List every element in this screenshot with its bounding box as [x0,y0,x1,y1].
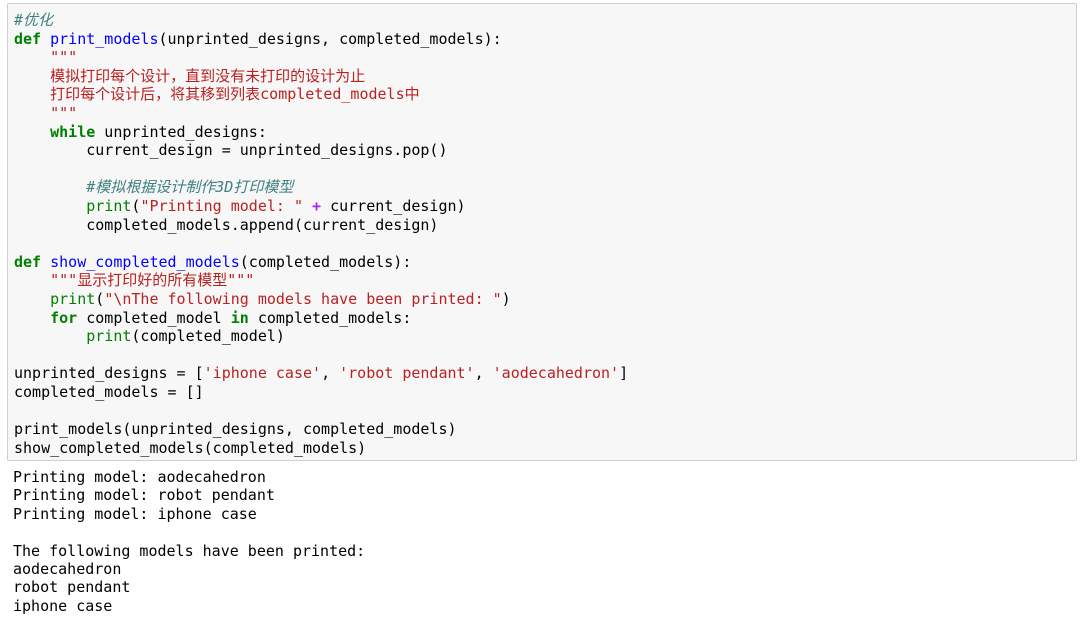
code-text [303,197,312,215]
code-indent [14,197,86,215]
code-comment: #优化 [14,11,54,29]
code-indent [14,141,86,159]
code-string: 模拟打印每个设计，直到没有未打印的设计为止 [50,66,366,85]
code-line-23: print_models(unprinted_designs, complete… [14,420,1070,439]
code-line-14: def show_completed_models(completed_mode… [14,253,1070,272]
code-text: completed_model [77,308,231,327]
code-builtin: print [86,196,132,215]
code-indent [14,271,50,289]
code-line-15: """显示打印好的所有模型""" [14,271,1070,290]
code-line-8: current_design = unprinted_designs.pop() [14,141,1070,160]
code-text: show_completed_models(completed_models) [14,438,367,457]
output-line: Printing model: aodecahedron [13,468,266,486]
code-text: (completed_model) [131,327,285,346]
code-indent [14,290,50,308]
code-line-3: """ [14,48,1070,67]
code-text: , [321,364,340,383]
code-line-19 [14,346,1070,365]
output-line: robot pendant [13,578,131,597]
code-text: , [474,364,493,383]
code-text: ) [501,289,511,308]
code-keyword: in [230,308,249,327]
code-text: completed_models: [248,308,412,327]
code-line-1: #优化 [14,11,1070,30]
code-line-13 [14,234,1070,253]
code-text: print_models(unprinted_designs, complete… [14,420,457,439]
code-line-12: completed_models.append(current_design) [14,216,1070,235]
code-string: 'robot pendant' [339,364,475,383]
code-text: (completed_models): [239,252,412,271]
code-text: ( [95,289,105,308]
code-line-5: 打印每个设计后，将其移到列表completed_models中 [14,85,1070,104]
code-text: (unprinted_designs, completed_models): [158,29,502,48]
code-text: ] [619,364,629,383]
code-string: 打印每个设计后，将其移到列表completed_models中 [50,85,420,104]
code-comment: #模拟根据设计制作3D打印模型 [86,178,294,197]
code-string: "\nThe following models have been printe… [104,289,502,308]
output-line: aodecahedron [13,559,122,578]
code-indent [14,85,50,103]
code-line-21: completed_models = [] [14,383,1070,402]
code-keyword: def [14,29,42,48]
code-keyword: while [50,122,96,141]
code-indent [14,216,86,234]
code-input-cell[interactable]: #优化 def print_models(unprinted_designs, … [7,3,1077,461]
code-indent [14,309,50,327]
code-function-name: print_models [50,29,159,48]
code-line-20: unprinted_designs = ['iphone case', 'rob… [14,364,1070,383]
code-string: """ [50,103,78,122]
code-keyword: for [50,308,78,327]
code-line-4: 模拟打印每个设计，直到没有未打印的设计为止 [14,67,1070,86]
code-line-18: print(completed_model) [14,327,1070,346]
code-indent [14,48,50,66]
code-indent [14,123,50,141]
code-line-11: print("Printing model: " + current_desig… [14,197,1070,216]
code-line-2: def print_models(unprinted_designs, comp… [14,30,1070,49]
code-builtin: print [86,327,132,346]
code-line-9 [14,160,1070,179]
code-text: current_design = unprinted_designs.pop() [86,141,448,160]
output-line [13,523,1073,541]
code-string: "Printing model: " [140,196,303,215]
code-string: """显示打印好的所有模型""" [50,271,255,290]
code-indent [14,104,50,122]
code-indent [14,67,50,85]
code-keyword: def [14,252,42,271]
code-text: completed_models = [] [14,382,204,401]
output-line: Printing model: robot pendant [13,486,275,505]
code-line-22 [14,401,1070,420]
code-string: 'aodecahedron' [492,364,620,383]
code-indent [14,178,86,196]
code-function-name: show_completed_models [50,252,240,271]
code-line-24: show_completed_models(completed_models) [14,439,1070,458]
code-builtin: print [50,289,96,308]
code-line-6: """ [14,104,1070,123]
code-text: current_design) [321,196,466,215]
code-text: completed_models.append(current_design) [86,215,439,234]
code-string: 'iphone case' [203,364,322,383]
code-line-7: while unprinted_designs: [14,123,1070,142]
output-line: Printing model: iphone case [13,504,257,523]
code-operator: + [312,196,322,215]
code-string: """ [50,48,78,67]
code-text: unprinted_designs = [ [14,364,204,383]
code-text: ( [131,196,141,215]
code-indent [14,327,86,345]
output-line: iphone case [13,596,113,615]
code-line-10: #模拟根据设计制作3D打印模型 [14,178,1070,197]
code-line-16: print("\nThe following models have been … [14,290,1070,309]
code-text: unprinted_designs: [95,122,267,141]
output-cell: Printing model: aodecahedron Printing mo… [13,468,1073,615]
output-line: The following models have been printed: [13,541,375,560]
code-line-17: for completed_model in completed_models: [14,309,1070,328]
